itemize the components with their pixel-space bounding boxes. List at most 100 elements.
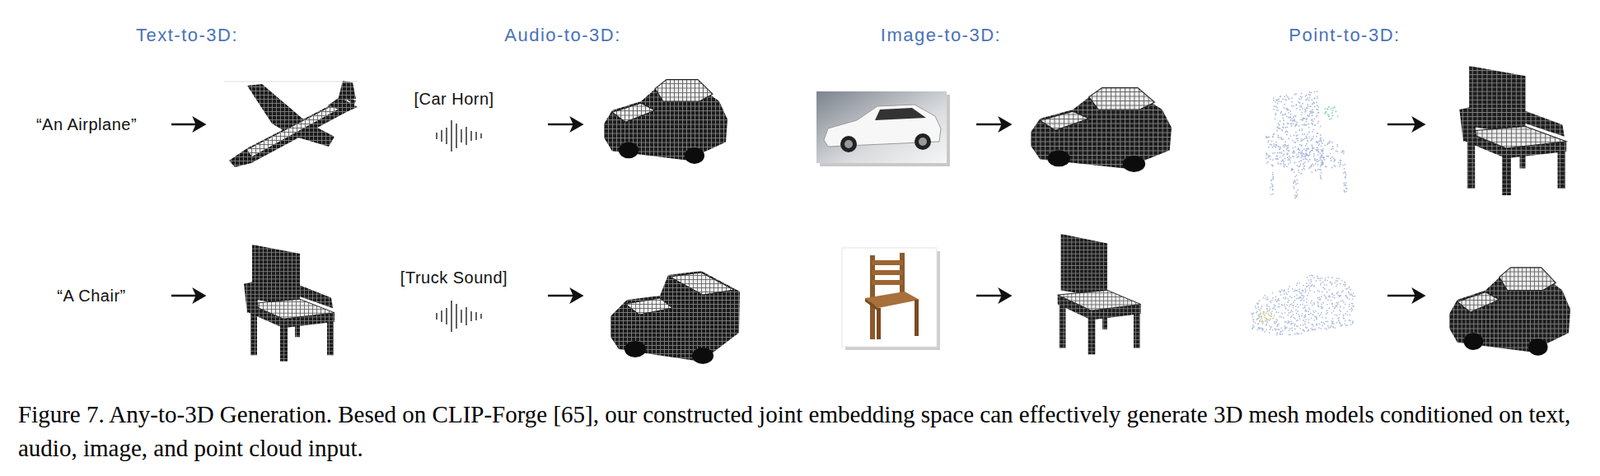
point [1295, 103, 1298, 106]
point [1267, 140, 1269, 143]
point [1316, 95, 1319, 98]
point [1321, 324, 1324, 327]
point [1315, 135, 1318, 138]
point [1290, 135, 1292, 137]
point [1291, 120, 1293, 122]
point [1267, 140, 1270, 142]
point [1310, 300, 1313, 303]
point [1286, 115, 1288, 117]
point [1286, 130, 1289, 133]
point [1331, 312, 1334, 314]
point [1327, 276, 1329, 279]
point [1294, 299, 1296, 302]
chair-photo [842, 247, 941, 351]
point [1300, 298, 1303, 300]
point [1285, 107, 1287, 110]
point [1259, 312, 1262, 314]
point [1314, 124, 1316, 127]
point [1315, 108, 1318, 111]
point [1321, 163, 1324, 166]
column-heading: Text-to-3D: [135, 24, 239, 47]
point [1277, 126, 1279, 128]
point [1328, 289, 1331, 291]
point [1273, 105, 1276, 108]
point [1314, 102, 1316, 104]
point [1279, 291, 1282, 294]
point [1306, 98, 1309, 100]
point [1272, 152, 1274, 155]
point [1276, 107, 1278, 109]
point [1265, 329, 1268, 332]
point [1282, 161, 1285, 164]
point [1293, 134, 1296, 136]
point [1265, 312, 1268, 314]
point [1258, 308, 1260, 311]
point [1302, 307, 1305, 309]
point [1279, 332, 1282, 335]
point [1292, 304, 1295, 307]
point [1305, 147, 1308, 150]
point [1275, 155, 1278, 158]
point [1266, 296, 1268, 299]
point [1299, 304, 1301, 306]
point [1328, 295, 1330, 298]
point [1310, 165, 1313, 168]
voxel-truck [624, 341, 646, 358]
point [1295, 135, 1298, 137]
point [1343, 171, 1346, 174]
point [1261, 315, 1264, 318]
point [1300, 173, 1302, 175]
point [1266, 320, 1268, 323]
point [1342, 164, 1344, 167]
point [1293, 181, 1296, 183]
point [1311, 304, 1314, 307]
point [1283, 95, 1286, 98]
point [1316, 98, 1319, 100]
point [1286, 134, 1288, 136]
point [1258, 299, 1261, 302]
point [1342, 290, 1344, 292]
point [1274, 101, 1277, 103]
point [1317, 106, 1320, 108]
point [1338, 321, 1341, 323]
point [1268, 309, 1271, 312]
point [1268, 319, 1271, 322]
point [1296, 290, 1299, 292]
point [1286, 298, 1289, 300]
point [1301, 102, 1304, 105]
point [1301, 313, 1304, 315]
point [1304, 165, 1306, 168]
point [1280, 152, 1282, 155]
point [1291, 320, 1293, 323]
point [1286, 322, 1289, 325]
point [1298, 288, 1301, 291]
point [1286, 154, 1289, 156]
column-heading: Image-to-3D: [880, 24, 1002, 47]
point [1291, 315, 1293, 318]
point [1287, 312, 1290, 314]
point [1296, 179, 1299, 182]
point [1319, 156, 1322, 159]
point [1325, 328, 1328, 331]
point [1284, 140, 1287, 143]
point [1266, 305, 1268, 308]
car-photo [816, 91, 950, 167]
point [1299, 106, 1301, 108]
point [1257, 306, 1259, 309]
point [1311, 102, 1314, 105]
point [1304, 323, 1306, 326]
point [1281, 129, 1284, 131]
point [1320, 154, 1323, 157]
point [1332, 296, 1334, 299]
point [1309, 327, 1312, 330]
point [1295, 130, 1297, 133]
point [1311, 163, 1314, 165]
point [1308, 292, 1310, 295]
point [1273, 322, 1276, 324]
point [1266, 299, 1268, 301]
point [1318, 112, 1320, 114]
point [1274, 117, 1277, 120]
point [1319, 299, 1321, 301]
point [1296, 134, 1299, 136]
point [1315, 160, 1318, 163]
